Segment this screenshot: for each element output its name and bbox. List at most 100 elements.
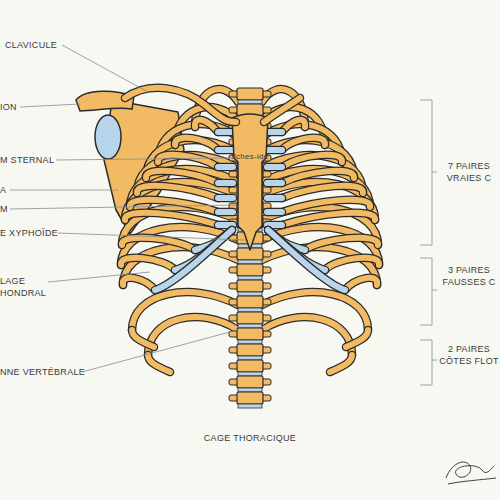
leader-line <box>82 330 237 372</box>
costal-cartilage <box>267 209 282 215</box>
costal-cartilage-outline <box>218 128 233 137</box>
rib-anterior <box>282 213 375 225</box>
costal-cartilage <box>267 164 282 170</box>
floating-rib-tip <box>346 330 368 347</box>
clavicle-bone-outline <box>264 98 300 122</box>
rib-posterior-outline <box>148 317 238 355</box>
clavicle-bone <box>125 88 236 122</box>
rib-anterior-outline <box>146 171 218 183</box>
group-label: 3 PAIRES FAUSSES C <box>438 264 500 288</box>
costal-cartilage <box>268 230 345 290</box>
rib-anterior <box>175 138 218 150</box>
bracket <box>420 100 437 245</box>
rib-anterior-outline <box>158 155 218 167</box>
rib-anterior <box>282 155 342 167</box>
costal-cartilage <box>218 129 233 135</box>
costal-cartilage <box>267 195 282 201</box>
vertebra-body <box>237 312 263 324</box>
rib-anterior-outline <box>282 138 325 150</box>
vertebra-body <box>237 344 263 356</box>
rib-posterior <box>262 317 352 355</box>
rib-anterior-outline <box>325 258 379 270</box>
rib-anterior-outline <box>305 238 378 250</box>
vertebra-body <box>237 328 263 340</box>
vertebra-body <box>237 280 263 292</box>
costal-cartilage <box>218 209 233 215</box>
costal-cartilage <box>218 164 233 170</box>
rib-anterior-outline <box>123 278 155 290</box>
costal-cartilage-outline <box>268 230 345 290</box>
costal-cartilage <box>218 147 233 153</box>
costal-cartilage-outline <box>218 194 233 203</box>
leader-line <box>62 45 148 92</box>
floating-rib-tip-outline <box>330 355 352 372</box>
rib-anterior-outline <box>282 213 375 225</box>
part-name: NNE VERTÉBRALE <box>0 366 85 378</box>
sternum-bone <box>232 114 268 250</box>
floating-rib-tip-outline <box>346 330 368 347</box>
rib-anterior-outline <box>121 258 175 270</box>
rib-anterior <box>345 278 377 290</box>
rib-anterior <box>122 238 195 250</box>
intervertebral-disc <box>238 404 262 408</box>
vertebra-body <box>237 88 263 100</box>
rib-anterior <box>305 238 378 250</box>
clavicle-bone <box>264 98 300 122</box>
humeral-head <box>95 115 121 159</box>
rib-anterior <box>146 171 218 183</box>
floating-rib-tip <box>330 355 352 372</box>
leader-line <box>56 158 232 160</box>
floating-rib-tip-outline <box>148 355 170 372</box>
costal-cartilage <box>267 180 282 186</box>
part-name: LAGE HONDRAL <box>0 275 48 299</box>
signature <box>446 462 496 484</box>
leader-line <box>48 272 150 282</box>
floating-rib-tip <box>132 330 154 347</box>
costal-cartilage <box>267 129 282 135</box>
vertebra-body <box>237 360 263 372</box>
clavicles <box>125 88 300 122</box>
group-label: 2 PAIRES CÔTES FLOT <box>438 343 500 367</box>
costal-cartilage-outline <box>267 208 282 217</box>
diagram-title: CAGE THORACIQUE <box>0 432 500 444</box>
costal-cartilage-outline <box>218 208 233 217</box>
part-name: M <box>0 203 8 215</box>
leader-line <box>20 104 80 107</box>
leader-line <box>10 190 118 191</box>
bracket <box>420 258 437 325</box>
group-label: 7 PAIRES VRAIES C <box>438 160 500 184</box>
part-name: M STERNAL <box>0 154 54 166</box>
rib-anterior-outline <box>282 155 342 167</box>
rib-anterior <box>123 278 155 290</box>
vertebra-body <box>237 376 263 388</box>
bracket <box>420 340 437 385</box>
vertebral-column <box>229 88 271 408</box>
vertebra-body <box>237 392 263 404</box>
costal-cartilage <box>218 195 233 201</box>
costal-cartilage-outline <box>267 128 282 137</box>
brackets <box>420 100 437 385</box>
part-name: CLAVICULE <box>5 39 57 51</box>
rib-anterior <box>325 258 379 270</box>
costal-cartilage-outline <box>218 146 233 155</box>
costal-cartilage-outline <box>218 179 233 188</box>
costal-cartilage <box>218 180 233 186</box>
leader-line <box>58 233 246 240</box>
rib-anterior-outline <box>125 213 218 225</box>
costal-cartilage-outline <box>267 146 282 155</box>
vertebra-body <box>237 264 263 276</box>
costal-cartilage-outline <box>267 179 282 188</box>
rib-anterior-outline <box>122 238 195 250</box>
rib-anterior <box>121 258 175 270</box>
watermark: fiches-ide <box>222 151 278 163</box>
rib-anterior-outline <box>345 278 377 290</box>
costal-cartilage-outline <box>267 163 282 172</box>
part-name: ION <box>0 101 17 113</box>
floating-rib-tip-outline <box>132 330 154 347</box>
floating-rib-tip <box>148 355 170 372</box>
part-name: E XYPHOÏDE <box>0 227 58 239</box>
rib-posterior-outline <box>262 317 352 355</box>
leader-line <box>10 205 236 209</box>
costal-cartilage-outline <box>267 194 282 203</box>
